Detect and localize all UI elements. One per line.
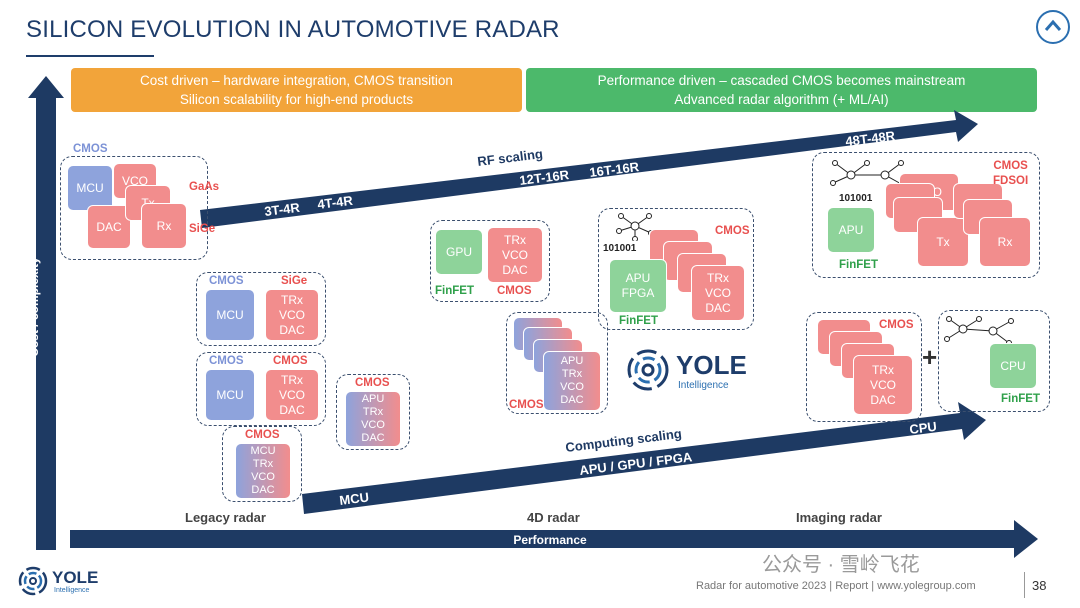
rf-tick-1: 3T-4R bbox=[264, 200, 302, 219]
yole-logo-icon bbox=[627, 349, 669, 391]
finfet-label: FinFET bbox=[839, 259, 878, 271]
compute-tick-3: CPU bbox=[909, 419, 938, 437]
title-underline bbox=[26, 55, 154, 57]
stage-imaging-label: Imaging radar bbox=[796, 510, 882, 525]
cmos-label: CMOS bbox=[209, 355, 244, 367]
yole-logo-subtext: Intelligence bbox=[54, 587, 90, 594]
cmos-label: CMOS bbox=[273, 355, 308, 367]
cmos-label: CMOS bbox=[209, 275, 244, 287]
rf-tick-2: 4T-4R bbox=[317, 193, 355, 212]
sige-label: SiGe bbox=[281, 275, 308, 287]
tx-chip: Tx bbox=[917, 217, 969, 267]
chevron-up-icon bbox=[1044, 19, 1062, 31]
rf-scaling-arrow bbox=[200, 110, 978, 228]
cmos-label: CMOS bbox=[245, 429, 280, 441]
footer-text: Radar for automotive 2023 | Report | www… bbox=[696, 580, 976, 592]
neural-network-icon bbox=[944, 316, 1014, 346]
yole-logo-footer: YOLE Intelligence bbox=[18, 566, 118, 600]
scroll-up-button[interactable] bbox=[1036, 10, 1070, 44]
plus-sign: + bbox=[922, 342, 938, 372]
page-number: 38 bbox=[1032, 578, 1047, 593]
y-axis-arrow bbox=[28, 76, 64, 550]
page-divider bbox=[1024, 572, 1025, 598]
cmos-label: CMOS bbox=[715, 225, 750, 237]
mcu-chip: MCU bbox=[205, 369, 255, 421]
gaas-label: GaAs bbox=[189, 181, 220, 193]
banner-left-line1: Cost driven – hardware integration, CMOS… bbox=[140, 73, 453, 88]
dac-chip: DAC bbox=[87, 205, 131, 249]
stage-legacy-label: Legacy radar bbox=[185, 510, 266, 525]
banner-left-line2: Silicon scalability for high-end product… bbox=[179, 92, 414, 107]
mcu-chip: MCU bbox=[205, 289, 255, 341]
neural-network-icon bbox=[830, 160, 906, 188]
rx-chip: Rx bbox=[979, 217, 1031, 267]
cmos-label: CMOS bbox=[355, 377, 390, 389]
rf-scaling-label: RF scaling bbox=[477, 146, 544, 169]
rx-chip: Rx bbox=[141, 203, 187, 249]
finfet-label: FinFET bbox=[1001, 393, 1040, 405]
legacy-gaas-box: CMOS MCU VCO DAC Tx Rx GaAs SiGe bbox=[60, 143, 219, 260]
yole-logo-subtext: Intelligence bbox=[678, 380, 729, 391]
banner-cost-driven: Cost driven – hardware integration, CMOS… bbox=[71, 68, 522, 112]
vco-chip: VCO bbox=[113, 163, 157, 199]
computing-scaling-arrow bbox=[302, 402, 986, 514]
banner-right-line1: Performance driven – cascaded CMOS becom… bbox=[597, 73, 966, 88]
page-title: SILICON EVOLUTION IN AUTOMOTIVE RADAR bbox=[26, 16, 560, 43]
compute-tick-1: MCU bbox=[339, 489, 370, 507]
rf-tick-5: 48T-48R bbox=[845, 128, 897, 149]
imaging-cpu-box: CPU FinFET bbox=[938, 310, 1050, 412]
cpu-chip: CPU bbox=[989, 343, 1037, 389]
yole-logo-text: YOLE bbox=[52, 568, 99, 587]
finfet-label: FinFET bbox=[619, 315, 658, 327]
yole-logo-icon bbox=[18, 566, 48, 596]
cmos-label: CMOS bbox=[73, 143, 108, 155]
x-axis-label: Performance bbox=[513, 533, 587, 547]
apu-chip: APU bbox=[827, 207, 875, 253]
banner-performance-driven: Performance driven – cascaded CMOS becom… bbox=[526, 68, 1037, 112]
watermark-text: 公众号 · 雪岭飞花 bbox=[762, 554, 920, 576]
yole-logo-center: YOLE Intelligence bbox=[626, 346, 756, 396]
banner-right-line2: Advanced radar algorithm (+ ML/AI) bbox=[674, 92, 889, 107]
binary-label: 101001 bbox=[839, 193, 873, 204]
yole-logo-text: YOLE bbox=[676, 350, 747, 380]
x-axis-arrow bbox=[70, 520, 1038, 558]
finfet-label: FinFET bbox=[435, 285, 474, 297]
binary-label: 101001 bbox=[603, 243, 637, 254]
cmos-label: CMOS bbox=[879, 319, 914, 331]
cmos-label: CMOS bbox=[497, 285, 532, 297]
rf-tick-4: 16T-16R bbox=[589, 159, 641, 180]
sige-label: SiGe bbox=[189, 223, 216, 235]
gpu-chip: GPU bbox=[435, 229, 483, 275]
y-axis-label: Cost / complexity bbox=[27, 257, 41, 357]
stage-4d-label: 4D radar bbox=[527, 510, 580, 525]
cmos-label: CMOS bbox=[509, 399, 544, 411]
rf-tick-3: 12T-16R bbox=[519, 167, 571, 188]
